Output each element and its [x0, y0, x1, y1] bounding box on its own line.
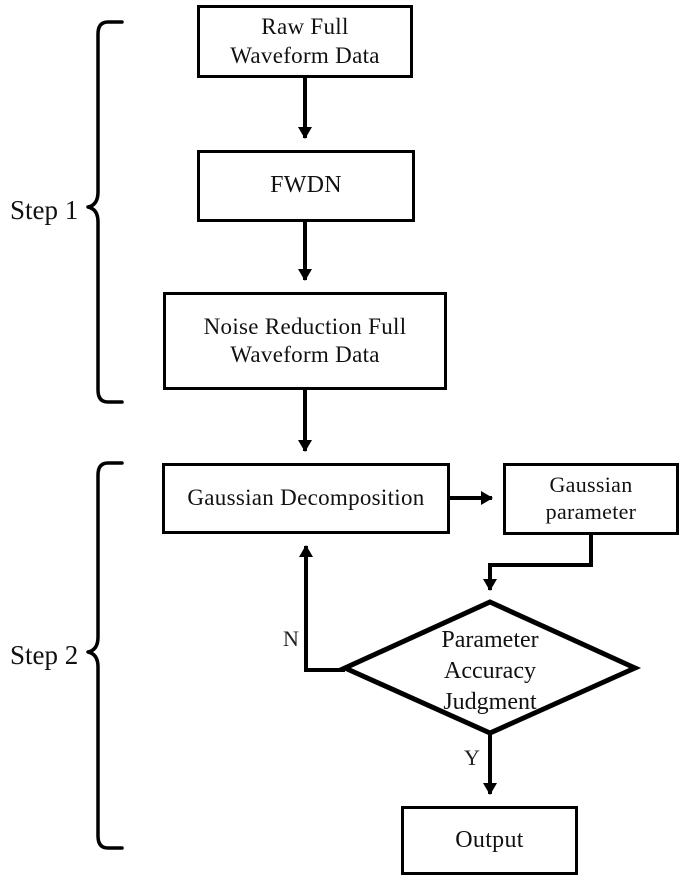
node-noise-reduction-full-waveform-data[interactable]: Noise Reduction Full Waveform Data: [163, 292, 447, 390]
node-output-label: Output: [455, 826, 524, 853]
node-fwdn[interactable]: FWDN: [197, 150, 415, 222]
step2-brace: [86, 461, 124, 850]
node-gaussian-parameter-label: Gaussian parameter: [545, 472, 637, 524]
node-gaussian-parameter[interactable]: Gaussian parameter: [503, 463, 679, 535]
parameter-accuracy-judgment-diamond[interactable]: [338, 599, 642, 736]
node-output[interactable]: Output: [401, 806, 578, 875]
step1-brace: [86, 20, 124, 404]
edge-label-no: N: [283, 626, 299, 651]
node-noise-reduction-full-waveform-data-label: Noise Reduction Full Waveform Data: [203, 313, 407, 367]
node-gaussian-decomposition[interactable]: Gaussian Decomposition: [162, 463, 450, 534]
step-2-label: Step 2: [10, 640, 79, 670]
node-raw-full-waveform-data[interactable]: Raw Full Waveform Data: [197, 5, 413, 78]
node-fwdn-label: FWDN: [270, 172, 342, 199]
edge-judgment-no-to-decomposition: [299, 545, 345, 672]
step-1-label: Step 1: [10, 195, 79, 225]
edge-parameter-to-judgment: [483, 535, 593, 591]
node-raw-full-waveform-data-label: Raw Full Waveform Data: [230, 14, 380, 68]
node-parameter-accuracy-judgment-label: Parameter Accuracy Judgment: [441, 627, 539, 716]
edge-label-yes: Y: [464, 745, 480, 770]
node-gaussian-decomposition-label: Gaussian Decomposition: [187, 485, 425, 511]
